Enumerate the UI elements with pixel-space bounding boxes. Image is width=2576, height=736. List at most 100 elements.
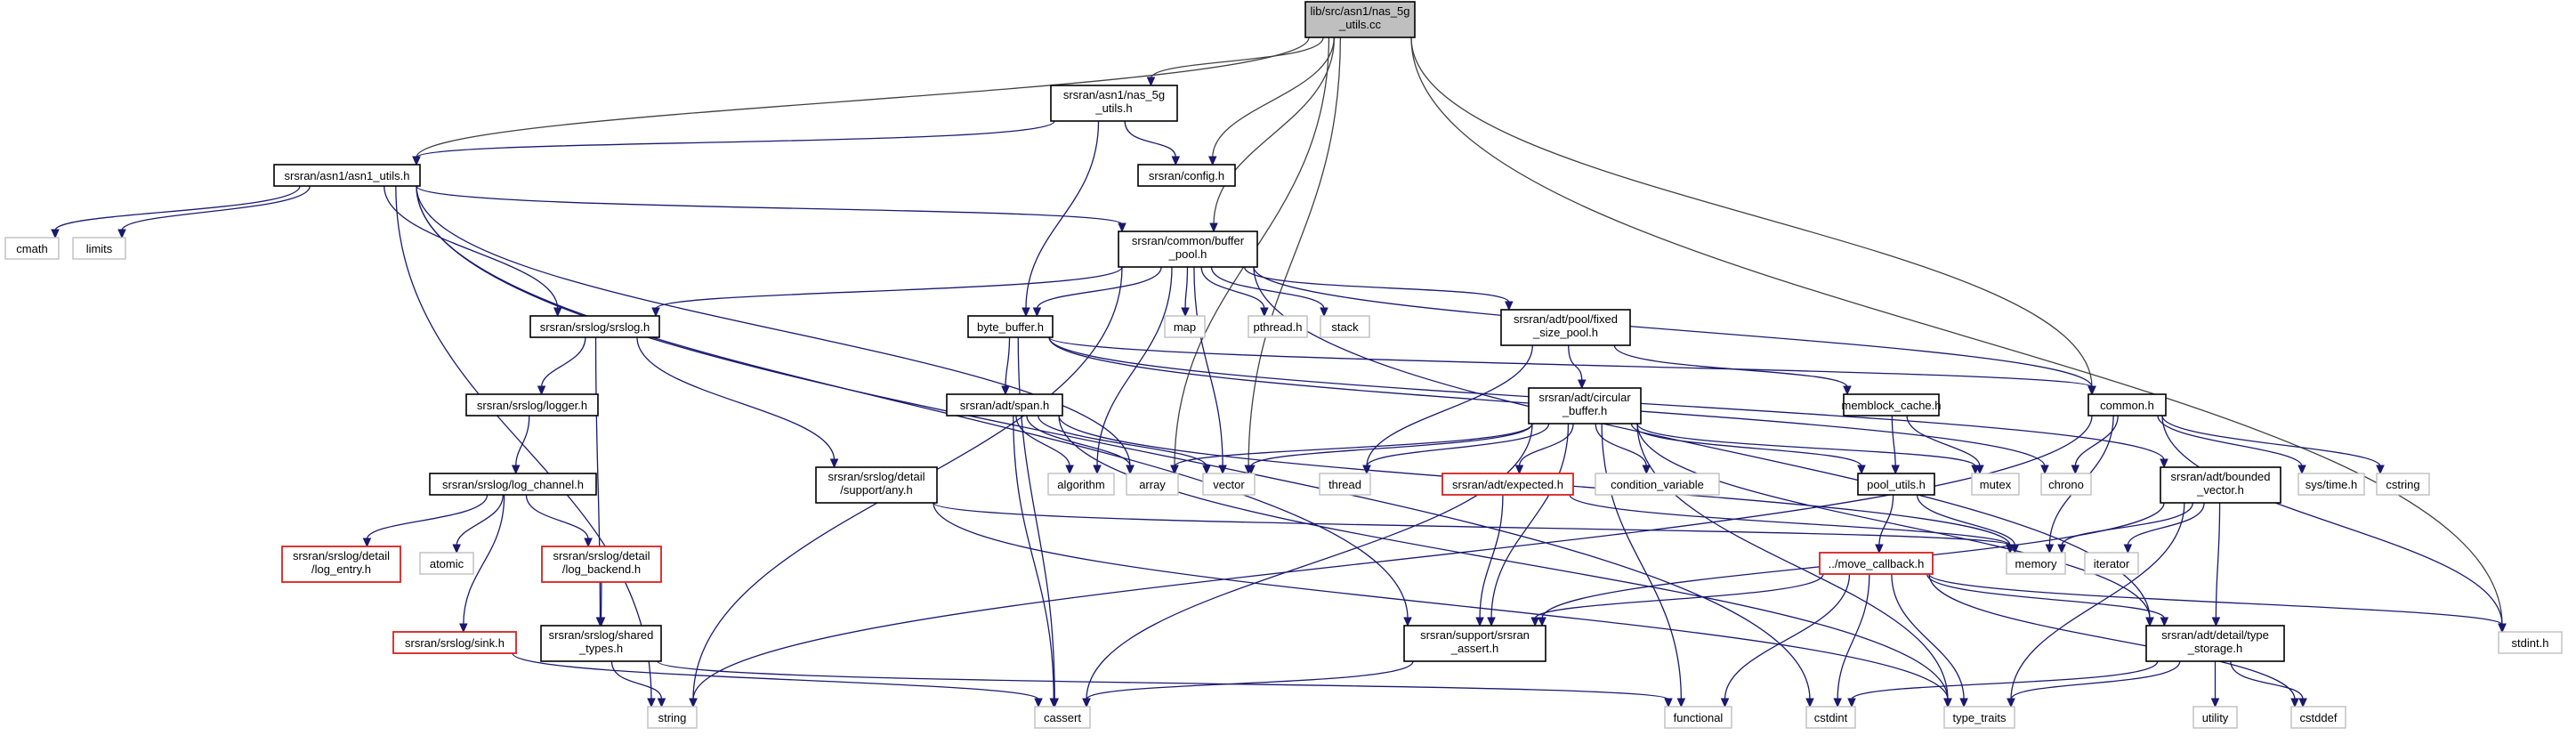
- node-asn1_utils[interactable]: srsran/asn1/asn1_utils.h: [273, 164, 421, 187]
- arrowhead-buffer_pool-to-pthread: [1260, 307, 1269, 318]
- arrowhead-circular-to-srsran_assert: [1487, 617, 1496, 627]
- node-label-srsran_assert-0: srsran/support/srsran: [1420, 628, 1530, 642]
- node-sink[interactable]: srsran/srslog/sink.h: [392, 631, 517, 654]
- node-config[interactable]: srsran/config.h: [1137, 164, 1236, 187]
- node-atomic[interactable]: atomic: [419, 552, 474, 575]
- node-logger[interactable]: srsran/srslog/logger.h: [465, 393, 599, 417]
- arrowhead-bounded_vec-to-memory: [2057, 544, 2066, 554]
- node-log_channel[interactable]: srsran/srslog/log_channel.h: [429, 473, 597, 496]
- node-memory[interactable]: memory: [2006, 552, 2066, 575]
- node-algorithm[interactable]: algorithm: [1047, 473, 1115, 496]
- arrowhead-move_cb-to-type_storage: [2160, 617, 2169, 627]
- node-label-fixed_pool-0: srsran/adt/pool/fixed: [1514, 312, 1618, 326]
- node-box-sink: [392, 631, 517, 654]
- node-stack[interactable]: stack: [1320, 315, 1370, 338]
- edge-nas5g_h-to-config: [1124, 120, 1176, 158]
- edge-memblock-to-pool_utils: [1891, 415, 1896, 467]
- node-string[interactable]: string: [647, 706, 698, 729]
- node-cstddef[interactable]: cstddef: [2290, 706, 2346, 729]
- node-memblock[interactable]: memblock_cache.h: [1842, 393, 1942, 417]
- node-type_storage[interactable]: srsran/adt/detail/type_storage.h: [2145, 625, 2285, 662]
- node-label-log_entry-1: /log_entry.h: [311, 562, 371, 576]
- node-stdint_h[interactable]: stdint.h: [2498, 631, 2563, 654]
- node-log_entry[interactable]: srsran/srslog/detail/log_entry.h: [281, 546, 401, 583]
- node-label-map-0: map: [1174, 320, 1196, 334]
- node-nas5g_cc[interactable]: lib/src/asn1/nas_5g_utils.cc: [1304, 1, 1416, 38]
- node-iterator[interactable]: iterator: [2084, 552, 2139, 575]
- node-label-memblock-0: memblock_cache.h: [1842, 399, 1942, 412]
- node-functional[interactable]: functional: [1664, 706, 1732, 729]
- edge-nas5g_cc-to-common_h: [1410, 36, 2093, 388]
- edge-circular-to-thread: [1366, 423, 1550, 467]
- node-label-config-0: srsran/config.h: [1149, 169, 1224, 182]
- arrowhead-span-to-cassert: [1049, 698, 1059, 708]
- node-thread[interactable]: thread: [1319, 473, 1371, 496]
- edge-logger-to-log_channel: [515, 415, 530, 467]
- node-label-type_storage-0: srsran/adt/detail/type: [2161, 628, 2269, 642]
- arrowhead-srslog-to-any_h: [829, 458, 839, 469]
- node-utility[interactable]: utility: [2192, 706, 2238, 729]
- node-pool_utils[interactable]: pool_utils.h: [1857, 473, 1935, 496]
- node-chrono[interactable]: chrono: [2040, 473, 2092, 496]
- node-move_cb[interactable]: ../move_callback.h: [1819, 552, 1934, 575]
- arrowhead-expected-to-memory: [2006, 544, 2015, 554]
- edge-memblock-to-mutex: [1906, 415, 1981, 467]
- node-any_h[interactable]: srsran/srslog/detail/support/any.h: [815, 466, 938, 504]
- node-shared_types[interactable]: srsran/srslog/shared_types.h: [540, 625, 662, 662]
- edge-circular-to-vector: [1250, 423, 1533, 467]
- arrowhead-nas5g_cc-to-buffer_pool: [1209, 222, 1218, 233]
- arrowhead-move_cb-to-cstddef: [2290, 698, 2299, 708]
- node-box-cstring: [2376, 473, 2430, 496]
- node-srsran_assert[interactable]: srsran/support/srsran_assert.h: [1403, 625, 1546, 662]
- node-box-chrono: [2040, 473, 2092, 496]
- edge-common_h-to-stdint_h: [2161, 415, 2503, 626]
- node-box-systime: [2297, 473, 2365, 496]
- arrowhead-byte_buffer-to-span: [1001, 385, 1010, 396]
- edge-move_cb-to-type_storage: [1926, 573, 2165, 619]
- edges-layer: [51, 36, 2507, 708]
- node-fixed_pool[interactable]: srsran/adt/pool/fixed_size_pool.h: [1500, 309, 1631, 346]
- node-span[interactable]: srsran/adt/span.h: [946, 393, 1063, 417]
- edge-bounded_vec-to-type_storage: [2215, 502, 2221, 619]
- arrowhead-common_h-to-memory: [2045, 544, 2055, 554]
- edge-nas5g_cc-to-buffer_pool: [1213, 36, 1336, 225]
- node-srslog[interactable]: srsran/srslog/srslog.h: [529, 315, 660, 338]
- node-cmath[interactable]: cmath: [4, 237, 60, 260]
- edge-asn1_utils-to-string: [395, 185, 652, 700]
- node-cassert[interactable]: cassert: [1034, 706, 1091, 729]
- node-pthread[interactable]: pthread.h: [1248, 315, 1308, 338]
- edge-byte_buffer-to-span: [1005, 336, 1011, 388]
- node-cstring[interactable]: cstring: [2376, 473, 2430, 496]
- node-map[interactable]: map: [1164, 315, 1206, 338]
- node-condvar[interactable]: condition_variable: [1595, 473, 1720, 496]
- node-label-log_backend-1: /log_backend.h: [562, 562, 641, 576]
- edge-circular-to-type_storage: [1636, 423, 2151, 619]
- arrowhead-common_h-to-systime: [2297, 465, 2306, 475]
- node-mutex[interactable]: mutex: [1971, 473, 2020, 496]
- node-bounded_vec[interactable]: srsran/adt/bounded_vector.h: [2160, 466, 2281, 504]
- node-systime[interactable]: sys/time.h: [2297, 473, 2365, 496]
- node-box-cstddef: [2290, 706, 2346, 729]
- node-log_backend[interactable]: srsran/srslog/detail/log_backend.h: [541, 546, 662, 583]
- node-expected[interactable]: srsran/adt/expected.h: [1441, 473, 1574, 496]
- node-label-bounded_vec-1: _vector.h: [2196, 483, 2244, 497]
- node-buffer_pool[interactable]: srsran/common/buffer_pool.h: [1118, 231, 1258, 268]
- nodes-layer: lib/src/asn1/nas_5g_utils.cc srsran/asn1/…: [4, 1, 2563, 729]
- node-common_h[interactable]: common.h: [2087, 393, 2167, 417]
- edge-bounded_vec-to-iterator: [2127, 502, 2205, 546]
- node-label-bounded_vec-0: srsran/adt/bounded: [2170, 470, 2270, 483]
- node-label-utility-0: utility: [2202, 711, 2229, 724]
- node-box-move_cb: [1819, 552, 1934, 575]
- node-vector[interactable]: vector: [1202, 473, 1256, 496]
- node-array[interactable]: array: [1126, 473, 1179, 496]
- node-byte_buffer[interactable]: byte_buffer.h: [967, 315, 1054, 338]
- node-type_traits[interactable]: type_traits: [1943, 706, 2015, 729]
- node-circular[interactable]: srsran/adt/circular_buffer.h: [1528, 387, 1642, 425]
- node-cstdint[interactable]: cstdint: [1805, 706, 1856, 729]
- edge-shared_types-to-functional: [657, 660, 1669, 700]
- edge-circular-to-mutex: [1636, 423, 1976, 467]
- arrowhead-pool_utils-to-move_cb: [1875, 544, 1884, 554]
- node-limits[interactable]: limits: [72, 237, 126, 260]
- edge-log_channel-to-sink: [463, 494, 505, 626]
- node-nas5g_h[interactable]: srsran/asn1/nas_5g_utils.h: [1050, 85, 1178, 122]
